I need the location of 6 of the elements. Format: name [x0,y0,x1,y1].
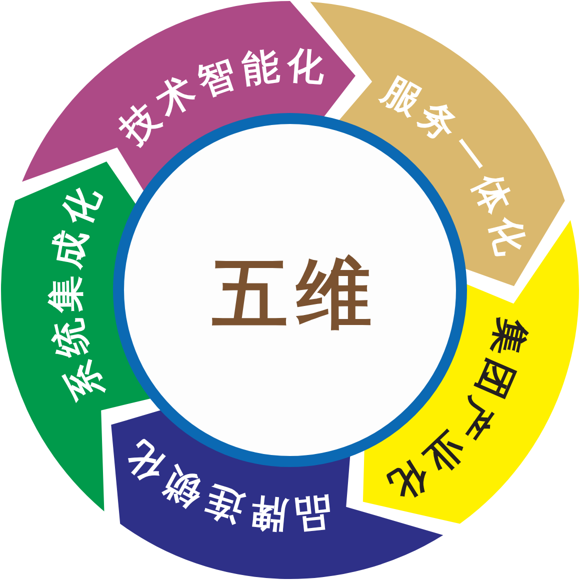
segment-label: 系统集成化 [48,183,109,405]
segment-label: 品牌连锁化 [121,436,333,533]
segment-label: 集团产业化 [384,315,530,505]
segment-label: 技术智能化 [115,47,325,149]
center-label: 五维 [212,256,380,332]
segment-label: 服务一体化 [378,72,529,258]
